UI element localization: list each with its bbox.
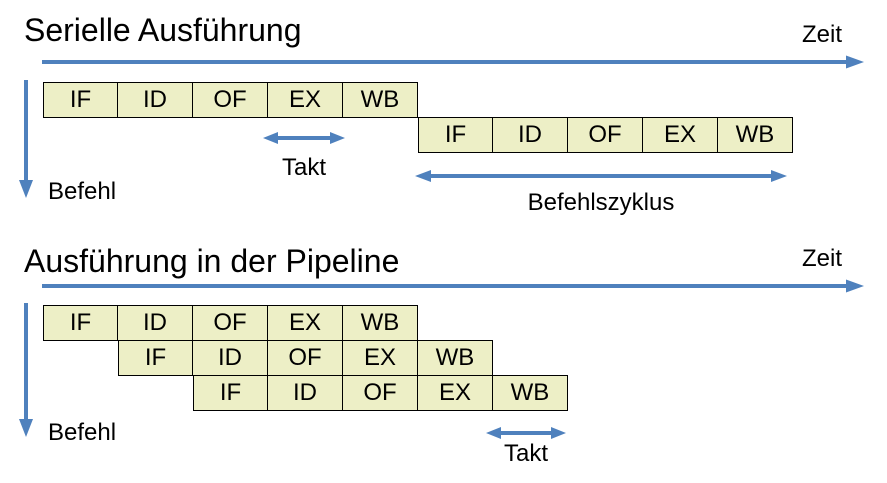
stage-cell: IF: [418, 117, 493, 153]
serial-instruction-label: Befehl: [48, 178, 117, 205]
serial-cycle-label: Befehlszyklus: [527, 189, 675, 216]
serial-clock-label: Takt: [281, 154, 326, 181]
serial-section-title: Serielle Ausführung: [24, 12, 302, 48]
stage-cell: ID: [268, 375, 343, 411]
serial-time-label: Zeit: [801, 21, 842, 48]
stage-cell: WB: [493, 375, 568, 411]
stage-cell: ID: [118, 305, 193, 341]
stage-cell: IF: [118, 340, 193, 376]
stage-cell: ID: [118, 82, 193, 118]
serial-instruction-row-1: IF ID OF EX WB: [43, 82, 418, 118]
serial-time-axis-arrow-icon: [42, 55, 864, 69]
stage-cell: EX: [268, 82, 343, 118]
pipeline-instruction-row-1: IF ID OF EX WB: [43, 305, 418, 341]
pipeline-instruction-axis-arrow-icon: [19, 303, 33, 437]
stage-cell: IF: [193, 375, 268, 411]
serial-instruction-row-2: IF ID OF EX WB: [418, 117, 793, 153]
stage-cell: OF: [568, 117, 643, 153]
pipeline-instruction-row-3: IF ID OF EX WB: [193, 375, 568, 411]
stage-cell: EX: [418, 375, 493, 411]
stage-cell: IF: [43, 82, 118, 118]
serial-clock-span-arrow-icon: [263, 132, 345, 144]
stage-cell: IF: [43, 305, 118, 341]
pipeline-time-axis-arrow-icon: [42, 279, 864, 293]
pipeline-clock-span-arrow-icon: [486, 427, 566, 439]
stage-cell: ID: [193, 340, 268, 376]
pipeline-section-title: Ausführung in der Pipeline: [24, 243, 400, 279]
stage-cell: WB: [343, 305, 418, 341]
stage-cell: ID: [493, 117, 568, 153]
pipeline-time-label: Zeit: [801, 245, 842, 272]
stage-cell: OF: [193, 82, 268, 118]
serial-cycle-span-arrow-icon: [415, 170, 787, 182]
stage-cell: WB: [718, 117, 793, 153]
stage-cell: OF: [268, 340, 343, 376]
stage-cell: WB: [343, 82, 418, 118]
pipeline-instruction-label: Befehl: [48, 419, 117, 446]
serial-instruction-axis-arrow-icon: [19, 80, 33, 198]
stage-cell: EX: [343, 340, 418, 376]
stage-cell: WB: [418, 340, 493, 376]
stage-cell: OF: [343, 375, 418, 411]
pipeline-clock-label: Takt: [503, 440, 548, 467]
stage-cell: OF: [193, 305, 268, 341]
stage-cell: EX: [268, 305, 343, 341]
pipeline-instruction-row-2: IF ID OF EX WB: [118, 340, 493, 376]
stage-cell: EX: [643, 117, 718, 153]
